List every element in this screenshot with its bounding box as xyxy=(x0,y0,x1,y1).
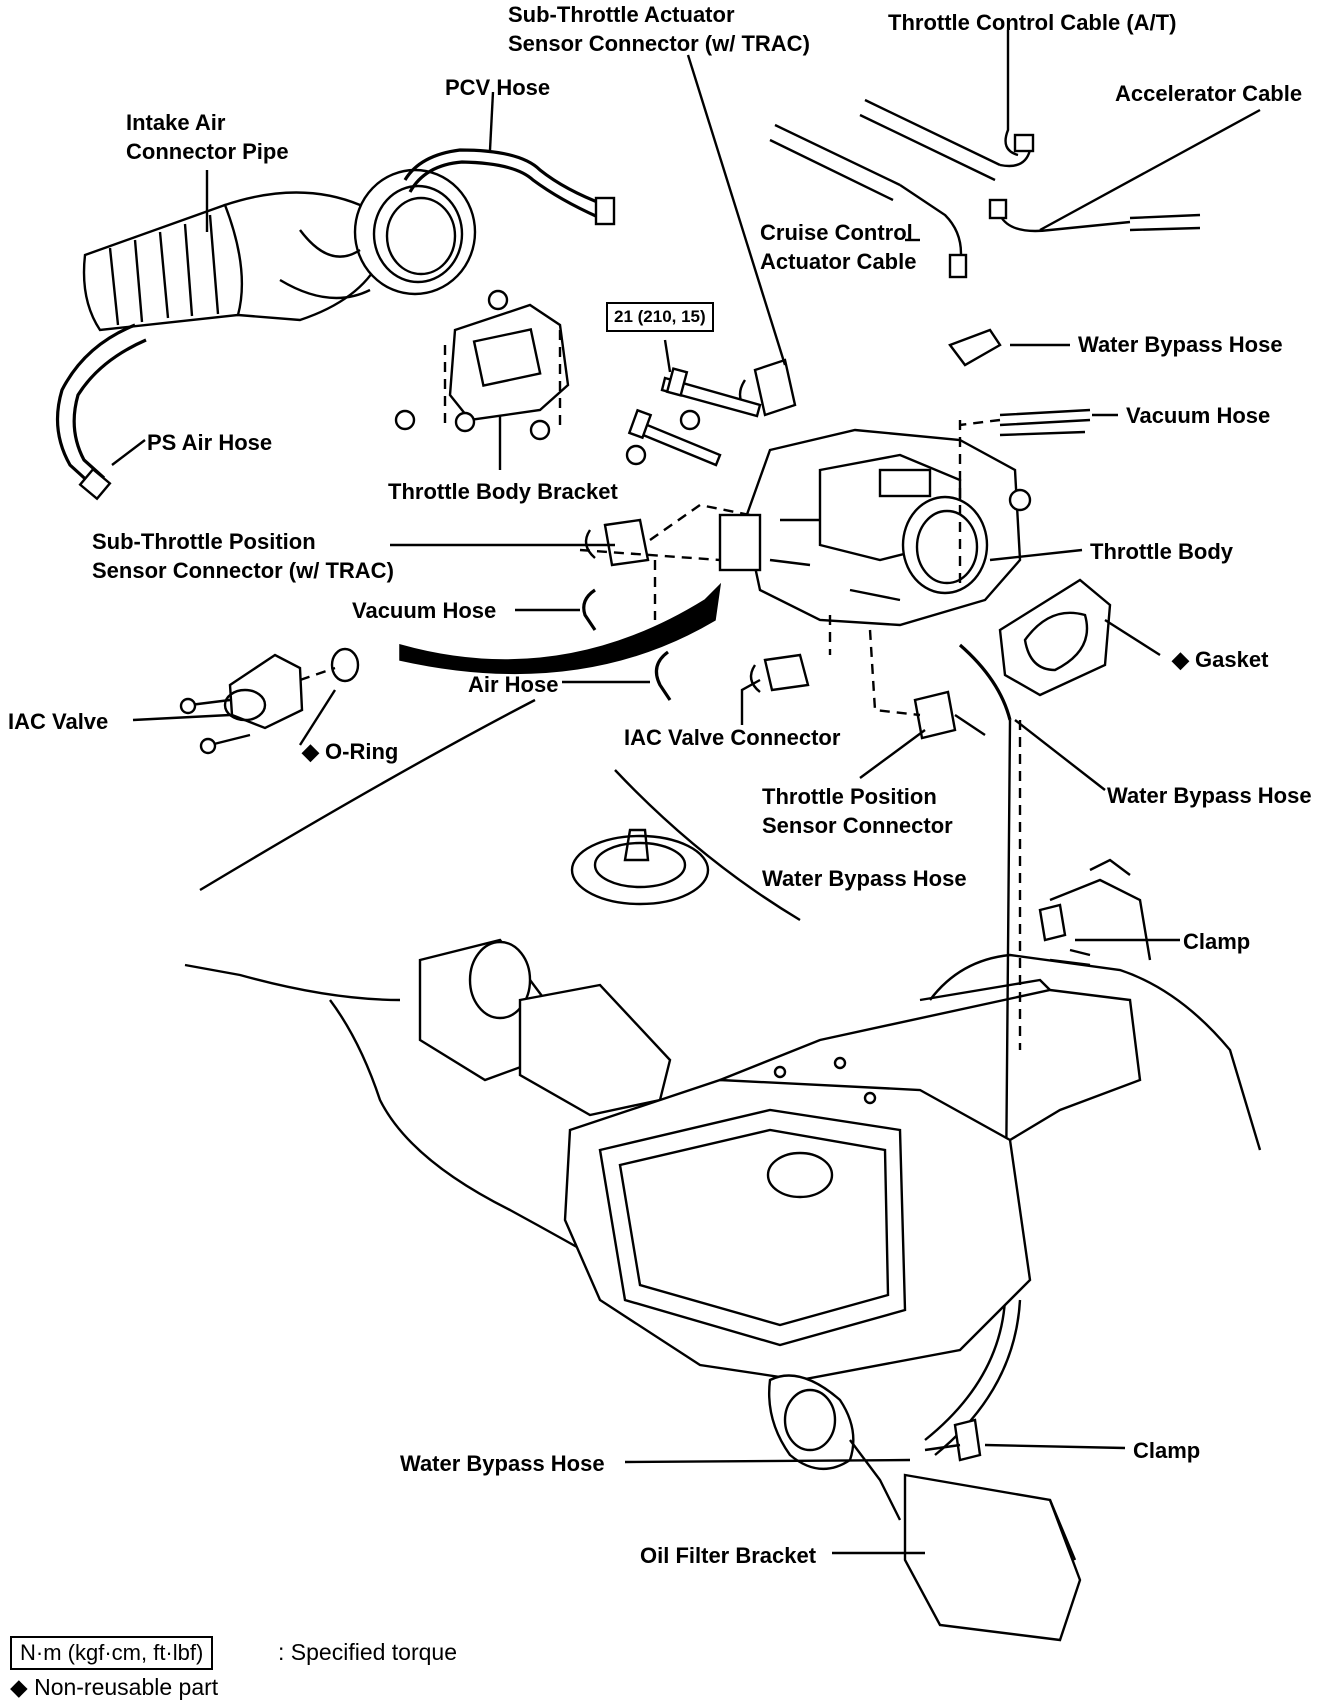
label-water-bypass-hose-top: Water Bypass Hose xyxy=(1078,332,1283,357)
label-accelerator-cable: Accelerator Cable xyxy=(1115,81,1303,106)
sub-throttle-actuator-connector-drawing xyxy=(738,358,797,417)
label-cruise-control-actuator-cable: Cruise Control Actuator Cable xyxy=(760,220,917,274)
label-water-bypass-hose-bottom: Water Bypass Hose xyxy=(400,1451,605,1476)
cables-drawing xyxy=(769,98,1201,279)
iac-valve-connector-drawing xyxy=(749,653,810,693)
leader-lines xyxy=(111,30,1261,1555)
label-oil-filter-bracket: Oil Filter Bracket xyxy=(640,1543,817,1568)
label-gasket: ◆ Gasket xyxy=(1172,647,1269,672)
non-reusable-marker: ◆ xyxy=(302,739,319,764)
label-iac-valve-connector: IAC Valve Connector xyxy=(624,725,841,750)
label-throttle-body-bracket: Throttle Body Bracket xyxy=(388,479,618,504)
throttle-position-connector-drawing xyxy=(913,690,986,740)
iac-valve-drawing xyxy=(179,647,360,755)
throttle-body-drawing xyxy=(718,428,1032,627)
throttle-body-bracket-drawing xyxy=(394,289,570,441)
label-throttle-control-cable: Throttle Control Cable (A/T) xyxy=(888,10,1177,35)
label-pcv-hose: PCV Hose xyxy=(445,75,551,100)
label-throttle-body: Throttle Body xyxy=(1090,539,1233,564)
legend-torque-meaning: : Specified torque xyxy=(278,1639,458,1665)
torque-spec-box: 21 (210, 15) xyxy=(606,302,714,332)
bolts-drawing xyxy=(625,339,762,467)
left-hoses-drawing xyxy=(582,588,672,701)
label-ps-air-hose: PS Air Hose xyxy=(147,430,273,455)
label-sub-throttle-position-connector: Sub-Throttle Position Sensor Connector (… xyxy=(92,529,394,583)
water-bypass-hoses-drawing xyxy=(924,328,1022,1456)
label-water-bypass-hose-mid: Water Bypass Hose xyxy=(762,866,967,891)
intake-air-connector-pipe-drawing xyxy=(55,148,616,501)
gasket-drawing xyxy=(998,578,1112,697)
label-vacuum-hose-right: Vacuum Hose xyxy=(1126,403,1271,428)
label-water-bypass-hose-right: Water Bypass Hose xyxy=(1107,783,1312,808)
label-air-hose: Air Hose xyxy=(468,672,559,697)
label-o-ring: ◆ O-Ring xyxy=(302,739,399,764)
label-vacuum-hose-left: Vacuum Hose xyxy=(352,598,497,623)
label-clamp-upper: Clamp xyxy=(1183,929,1251,954)
legend-torque-units-box: N·m (kgf·cm, ft·lbf) xyxy=(10,1636,214,1670)
sub-throttle-position-connector-drawing xyxy=(584,518,650,567)
label-sub-throttle-actuator-connector: Sub-Throttle Actuator Sensor Connector (… xyxy=(508,2,810,56)
label-throttle-position-connector: Throttle Position Sensor Connector xyxy=(762,784,953,838)
direction-arrow xyxy=(399,582,722,675)
non-reusable-marker: ◆ xyxy=(1172,647,1189,672)
label-iac-valve: IAC Valve xyxy=(8,709,109,734)
engine-drawing xyxy=(184,698,1262,1642)
guide-lines xyxy=(579,503,921,717)
label-clamp-lower: Clamp xyxy=(1133,1438,1201,1463)
vacuum-hose-right-drawing xyxy=(959,408,1091,437)
legend-non-reusable: ◆ Non-reusable part xyxy=(10,1674,219,1700)
label-intake-air-connector-pipe: Intake Air Connector Pipe xyxy=(126,110,289,164)
